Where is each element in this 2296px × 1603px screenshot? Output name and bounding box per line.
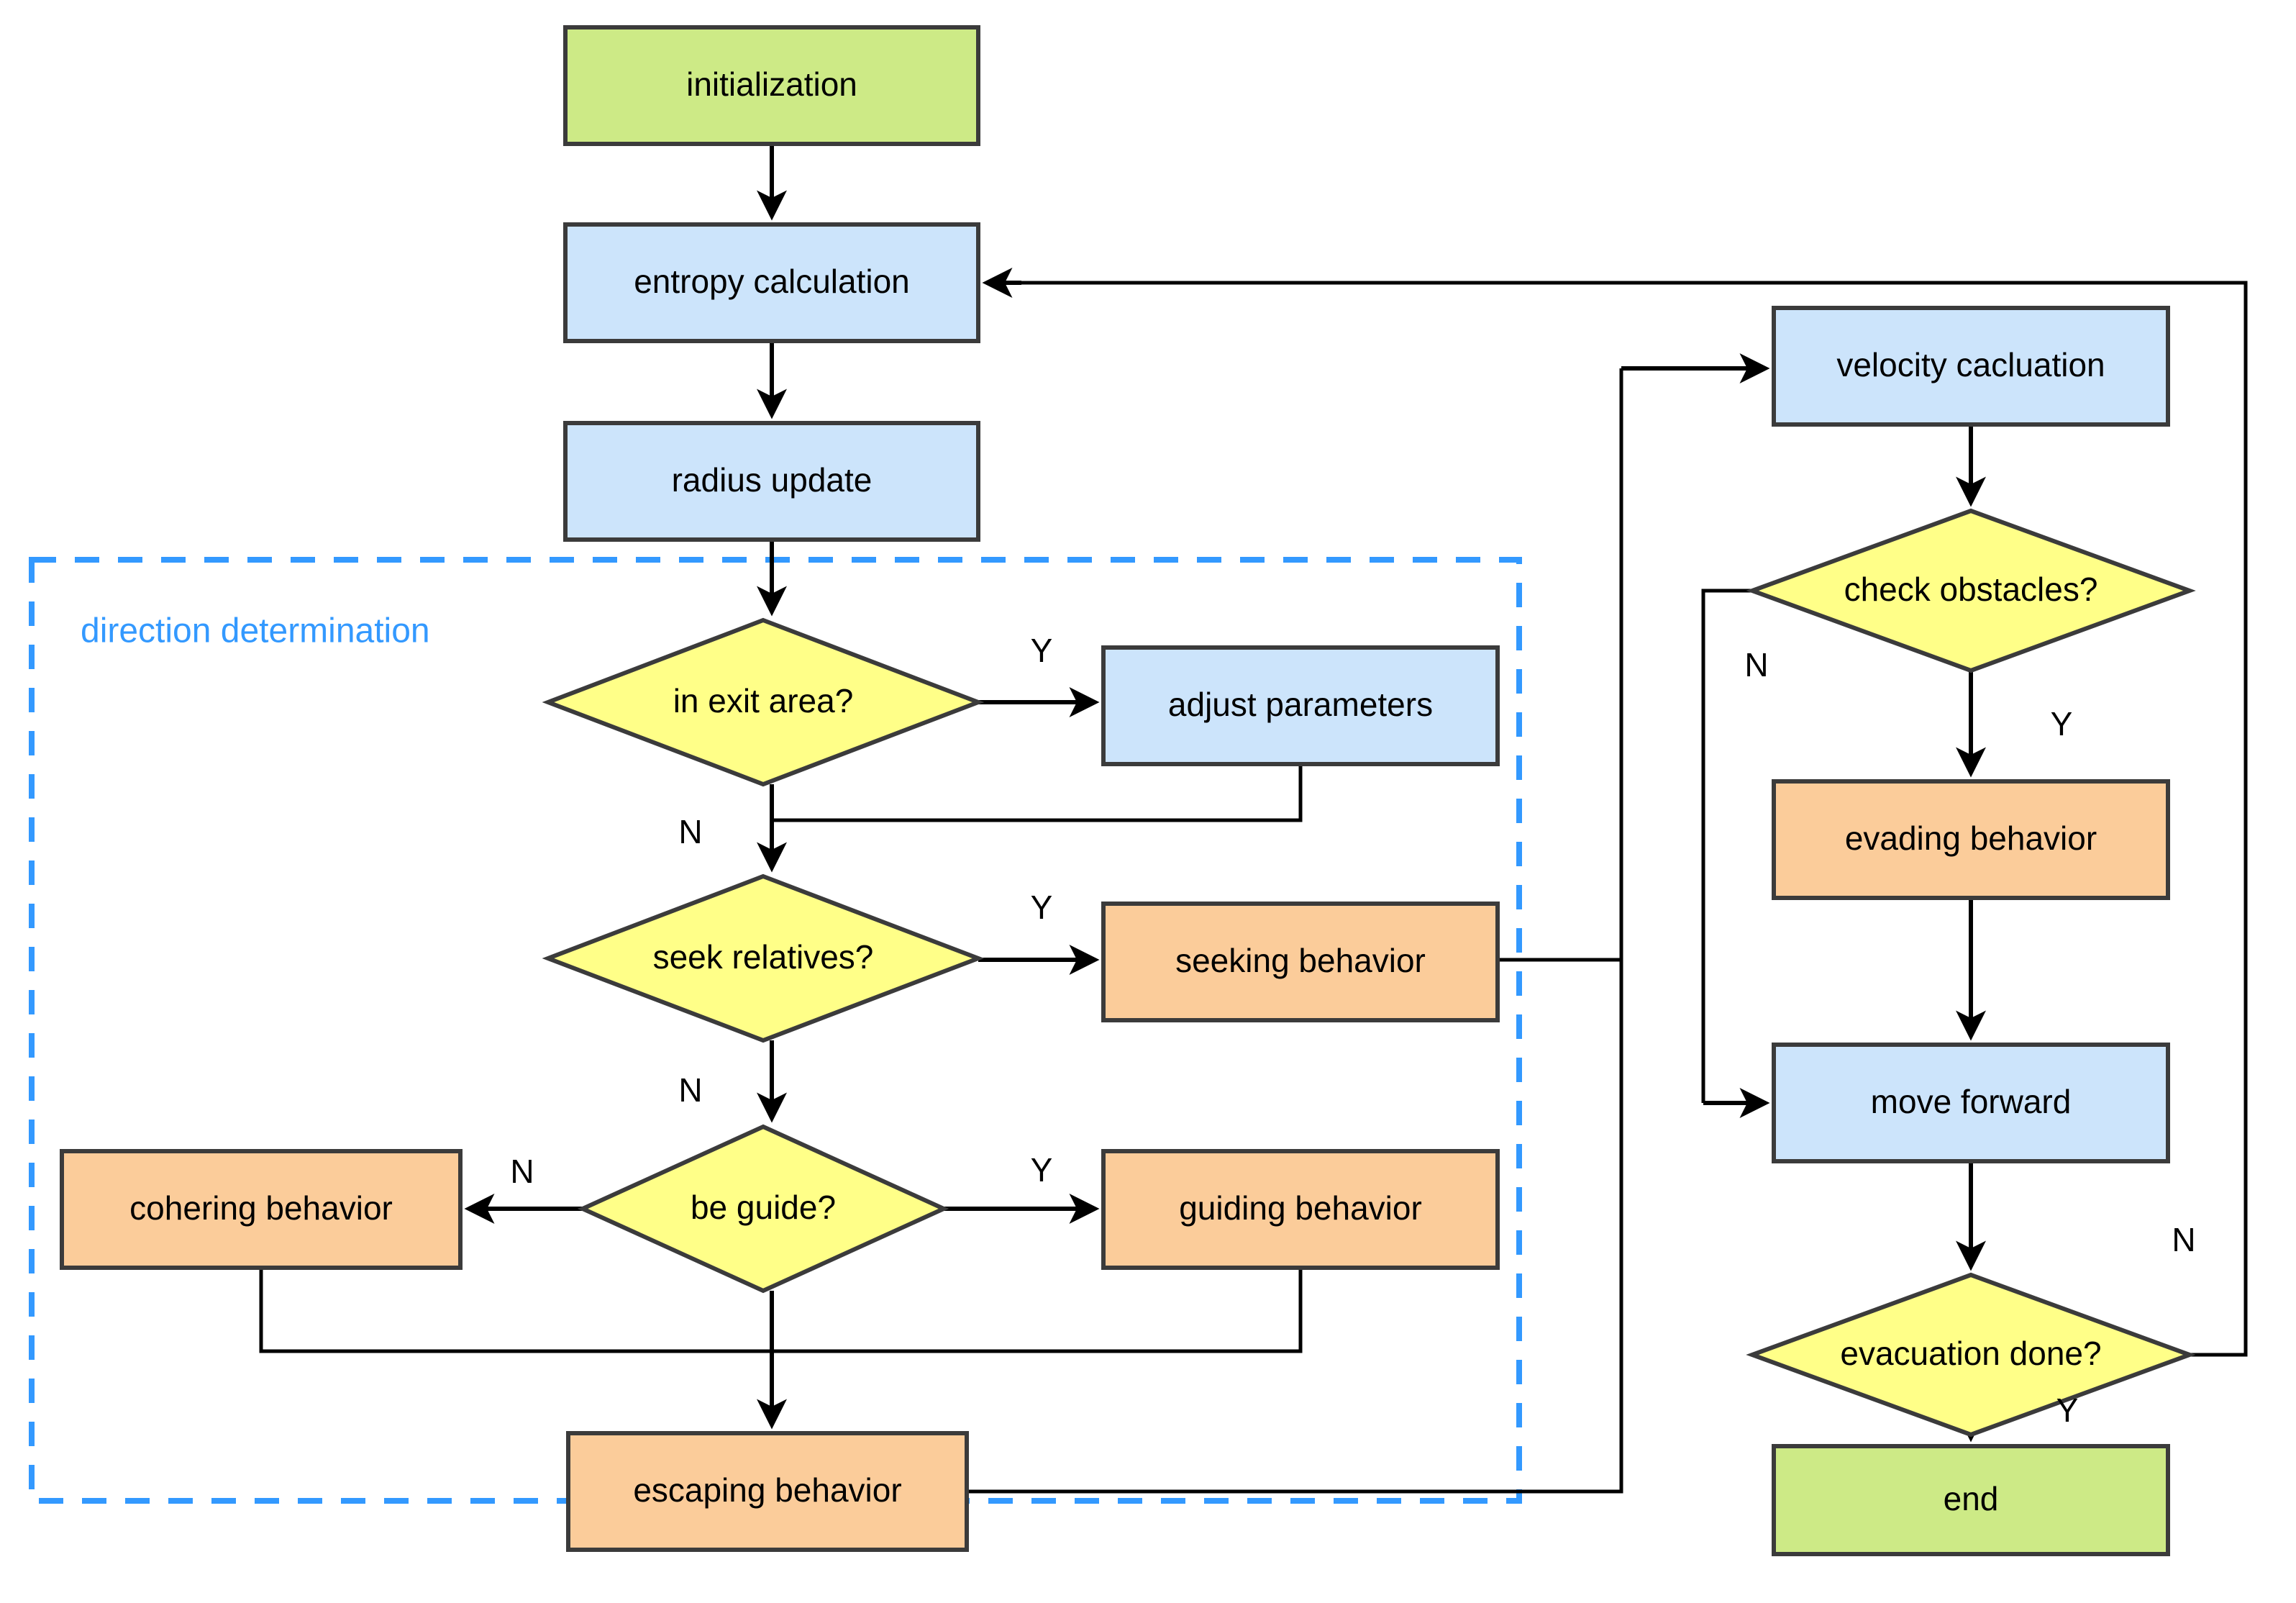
edge-label-guide_yes: Y — [1031, 1151, 1053, 1189]
cohering_behavior-label: cohering behavior — [129, 1189, 393, 1227]
seek_relatives-shape — [542, 873, 985, 1043]
node-escaping_behavior[interactable]: escaping behavior — [566, 1431, 969, 1552]
edge-escaping-behavior-to-velocity — [967, 960, 1623, 1494]
guiding_behavior-shape — [1101, 1149, 1500, 1270]
edge-cohering-behavior-to-escaping-behavior — [259, 1268, 772, 1353]
edge-label-evac_yes: Y — [2056, 1391, 2079, 1429]
edge-check-obstacles-no-to-move-forward — [1701, 589, 1752, 1103]
edge-label-exit_yes: Y — [1031, 632, 1053, 669]
node-end[interactable]: end — [1772, 1444, 2170, 1556]
velocity-shape — [1772, 306, 2170, 427]
node-move_forward[interactable]: move forward — [1772, 1043, 2170, 1163]
node-in_exit_area[interactable]: in exit area? — [542, 617, 985, 787]
end-label: end — [1944, 1480, 1999, 1517]
evacuation_done-label: evacuation done? — [1840, 1335, 2101, 1372]
adjust_parameters-shape — [1101, 645, 1500, 766]
radius-label: radius update — [672, 461, 873, 499]
direction-determination-label: direction determination — [81, 612, 430, 650]
velocity-label: velocity cacluation — [1836, 346, 2105, 383]
in_exit_area-shape — [542, 617, 985, 787]
edge-seeking-behavior-to-velocity — [1498, 368, 1623, 962]
edge-label-obstacles_yes: Y — [2051, 705, 2073, 743]
edge-label-seek_yes: Y — [1031, 889, 1053, 926]
edge-layer — [259, 144, 2248, 1494]
seek_relatives-label: seek relatives? — [653, 938, 874, 976]
edge-label-obstacles_no: N — [1744, 646, 1768, 684]
seeking_behavior-label: seeking behavior — [1175, 942, 1426, 979]
node-velocity[interactable]: velocity cacluation — [1772, 306, 2170, 427]
node-evading_behavior[interactable]: evading behavior — [1772, 779, 2170, 900]
evading_behavior-shape — [1772, 779, 2170, 900]
be_guide-shape — [577, 1124, 949, 1294]
adjust_parameters-label: adjust parameters — [1168, 686, 1433, 723]
move_forward-shape — [1772, 1043, 2170, 1163]
entropy-label: entropy calculation — [634, 263, 910, 300]
node-seeking_behavior[interactable]: seeking behavior — [1101, 902, 1500, 1022]
initialization-shape — [563, 25, 980, 146]
in_exit_area-label: in exit area? — [673, 682, 854, 719]
escaping_behavior-label: escaping behavior — [633, 1471, 901, 1509]
node-seek_relatives[interactable]: seek relatives? — [542, 873, 985, 1043]
edge-label-layer: Y N Y N N Y N Y N Y — [510, 632, 2195, 1429]
evacuation_done-shape — [1746, 1272, 2196, 1438]
node-adjust_parameters[interactable]: adjust parameters — [1101, 645, 1500, 766]
node-evacuation_done[interactable]: evacuation done? — [1746, 1272, 2196, 1438]
edge-label-evac_no: N — [2172, 1221, 2195, 1258]
end-shape — [1772, 1444, 2170, 1556]
edge-evacuation-done-no-to-entropy — [990, 281, 2248, 1357]
be_guide-label: be guide? — [691, 1189, 836, 1226]
edge-label-exit_no: N — [678, 813, 702, 850]
node-layer: initialization entropy calculation radius … — [60, 25, 2196, 1556]
edge-label-guide_no: N — [510, 1153, 534, 1190]
node-cohering_behavior[interactable]: cohering behavior — [60, 1149, 463, 1270]
escaping_behavior-shape — [566, 1431, 969, 1552]
node-radius[interactable]: radius update — [563, 421, 980, 542]
check_obstacles-label: check obstacles? — [1844, 571, 2098, 608]
node-entropy[interactable]: entropy calculation — [563, 222, 980, 343]
node-be_guide[interactable]: be guide? — [577, 1124, 949, 1294]
node-initialization[interactable]: initialization — [563, 25, 980, 146]
cohering_behavior-shape — [60, 1149, 463, 1270]
initialization-label: initialization — [686, 65, 857, 103]
node-check_obstacles[interactable]: check obstacles? — [1746, 508, 2196, 673]
node-guiding_behavior[interactable]: guiding behavior — [1101, 1149, 1500, 1270]
move_forward-label: move forward — [1871, 1083, 2072, 1120]
edge-guiding-behavior-to-escaping-behavior — [772, 1268, 1303, 1353]
edge-label-seek_no: N — [678, 1071, 702, 1109]
evading_behavior-label: evading behavior — [1845, 819, 2097, 857]
guiding_behavior-label: guiding behavior — [1179, 1189, 1422, 1227]
entropy-shape — [563, 222, 980, 343]
edge-adjust-parameters-to-seek-relatives — [772, 764, 1303, 822]
radius-shape — [563, 421, 980, 542]
check_obstacles-shape — [1746, 508, 2196, 673]
seeking_behavior-shape — [1101, 902, 1500, 1022]
